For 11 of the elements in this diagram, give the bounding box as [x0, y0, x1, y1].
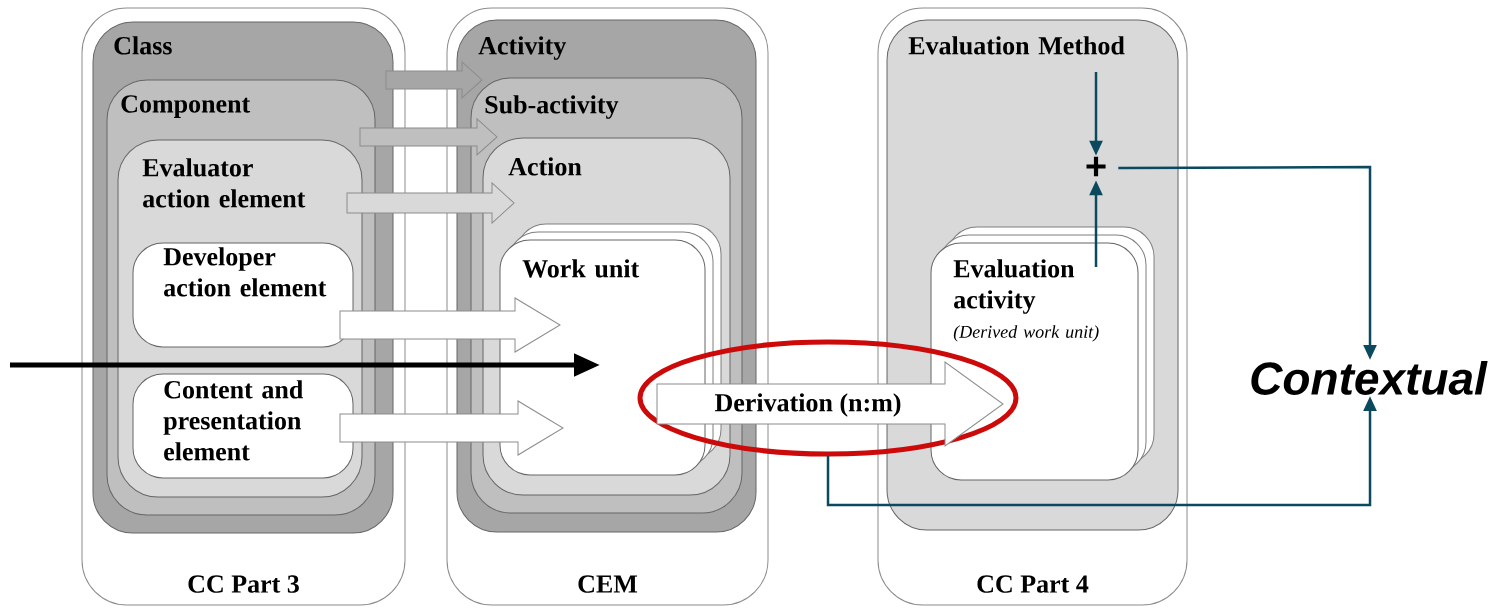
card-stack: Evaluation activity (Derived work unit): [930, 226, 1155, 481]
card: Developer action element: [132, 242, 354, 348]
plus-sign: +: [1086, 156, 1106, 177]
block-arrow: [339, 297, 561, 353]
label: Contextual: [1251, 361, 1488, 395]
block-arrow: [385, 61, 483, 99]
card: Content and presentation element: [132, 373, 354, 479]
block-arrow: [346, 182, 515, 224]
highlight-ellipse: [637, 339, 1019, 457]
block-arrow: [339, 400, 564, 456]
block-arrow: [359, 118, 498, 156]
